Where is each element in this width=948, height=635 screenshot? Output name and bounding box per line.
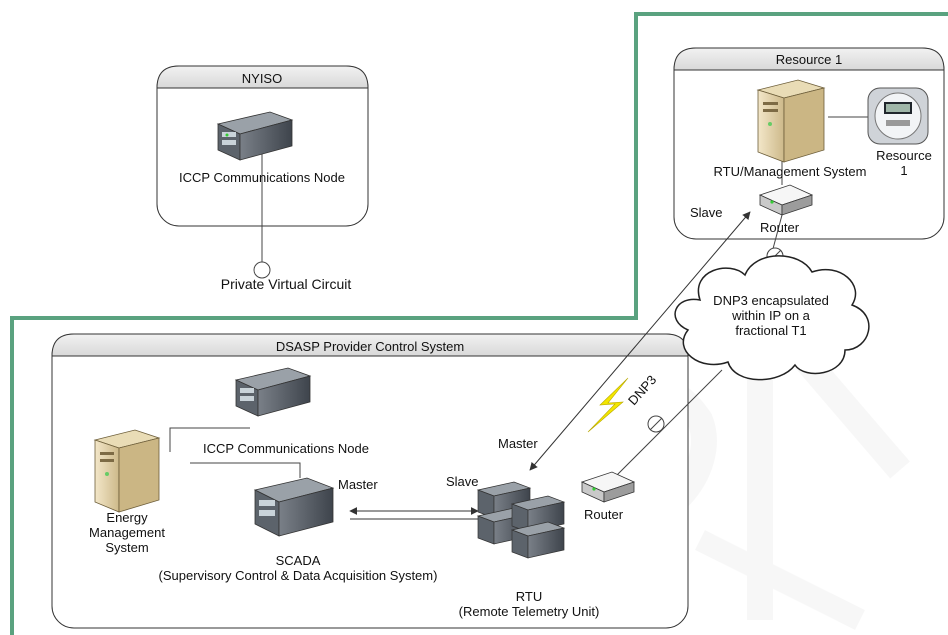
ems-label-3: System [105,540,149,555]
nyiso-title: NYISO [241,71,283,86]
meter-label-line1: Resource [876,148,932,163]
rtu-stack-icon [476,481,566,559]
rtu-label-2: (Remote Telemetry Unit) [458,604,600,619]
scada-server-icon [253,477,335,537]
rtu-master-label: Master [498,436,538,451]
ems-label-1: Energy [106,510,148,525]
circuit-circle [253,261,271,279]
dnp3-master-slave-link [529,211,751,471]
cloud-text-2: within IP on a [732,308,810,323]
rtu-label-1: RTU [515,589,543,604]
ems-tower-icon [93,429,161,513]
resource-slave-label: Slave [690,205,723,220]
meter-icon [867,87,929,145]
dnp3-lightning-icon [587,377,629,433]
ems-label-2: Management [89,525,165,540]
dsasp-iccp-server-icon [234,367,312,417]
private-circuit-label: Private Virtual Circuit [220,276,352,292]
resource-router-icon [758,184,814,216]
resource-router-label: Router [760,220,800,235]
cloud-text-3: fractional T1 [735,323,807,338]
scada-label-2: (Supervisory Control & Data Acquisition … [158,568,438,583]
cloud-text-1: DNP3 encapsulated [713,293,829,308]
resource-rtu-label: RTU/Management System [713,164,867,179]
dsasp-iccp-label: ICCP Communications Node [203,441,369,456]
rtu-slave-label: Slave [446,474,479,489]
scada-master-label: Master [338,477,378,492]
resource-title: Resource 1 [775,52,843,67]
cloud-shape [674,255,870,381]
dsasp-router-icon [580,471,636,503]
scada-label-1: SCADA [275,553,321,568]
meter-label-line2: 1 [900,163,908,178]
ems-scada-link [190,462,301,478]
dsasp-title: DSASP Provider Control System [275,339,465,354]
iccp-ems-link [169,427,250,452]
resource-server-tower-icon [756,79,826,163]
nyiso-node-label: ICCP Communications Node [179,170,345,185]
dsasp-router-label: Router [584,507,624,522]
nyiso-iccp-server-icon [216,111,294,161]
